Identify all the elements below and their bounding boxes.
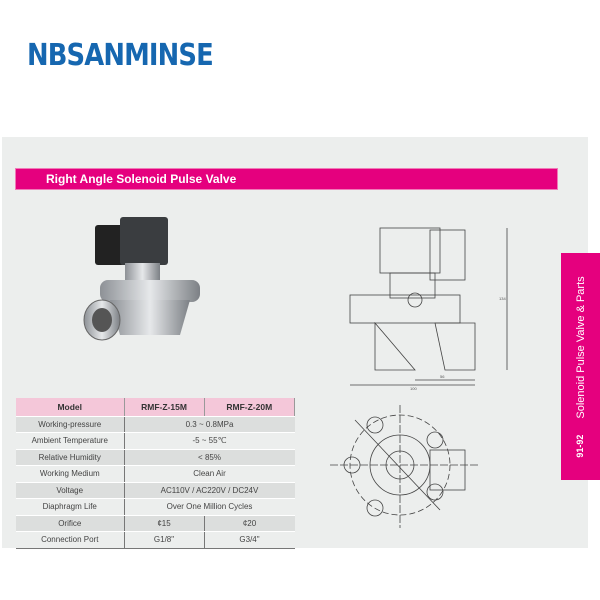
- row-label: Connection Port: [16, 531, 125, 549]
- row-label: Diaphragm Life: [16, 498, 125, 516]
- valve-photo: [83, 217, 200, 341]
- row-value: < 85%: [124, 449, 295, 466]
- dim-height: 134: [499, 296, 506, 301]
- side-tab-label: Solenoid Pulse Valve & Parts: [574, 275, 587, 419]
- row-value: ¢15: [124, 515, 205, 532]
- section-title: Right Angle Solenoid Pulse Valve: [46, 172, 237, 186]
- table-row: Orifice¢15¢20: [16, 515, 295, 532]
- table-row: Relative Humidity< 85%: [16, 449, 295, 466]
- row-value: -5 ~ 55℃: [124, 432, 295, 450]
- dim-offset: 56: [440, 374, 445, 379]
- row-value: Over One Million Cycles: [124, 498, 295, 516]
- table-header-row: Model RMF-Z-15M RMF-Z-20M: [16, 398, 295, 417]
- brand-logo: NBSANMINSE: [27, 38, 214, 73]
- row-label: Working-pressure: [16, 416, 125, 433]
- row-value: AC110V / AC220V / DC24V: [124, 482, 295, 499]
- row-value: Clean Air: [124, 465, 295, 483]
- row-label: Working Medium: [16, 465, 125, 483]
- row-label: Relative Humidity: [16, 449, 125, 466]
- page-numbers: 91-92: [574, 434, 585, 458]
- dim-width: 100: [410, 386, 417, 390]
- row-value: 0.3 ~ 0.8MPa: [124, 416, 295, 433]
- header-model-2: RMF-Z-20M: [204, 398, 295, 417]
- row-label: Voltage: [16, 482, 125, 499]
- header-model-1: RMF-Z-15M: [124, 398, 205, 417]
- row-value: ¢20: [204, 515, 295, 532]
- row-label: Ambient Temperature: [16, 432, 125, 450]
- header-model: Model: [16, 398, 125, 417]
- table-row: Ambient Temperature-5 ~ 55℃: [16, 432, 295, 450]
- row-value: G1/8": [124, 531, 205, 549]
- row-label: Orifice: [16, 515, 125, 532]
- side-tab: 91-92 Solenoid Pulse Valve & Parts: [561, 253, 600, 480]
- spec-table: Model RMF-Z-15M RMF-Z-20M Working-pressu…: [16, 398, 295, 549]
- section-title-bar: Right Angle Solenoid Pulse Valve: [15, 168, 558, 190]
- row-value: G3/4": [204, 531, 295, 549]
- side-view-drawing: 100 56 134: [349, 227, 508, 390]
- top-view-drawing: [330, 405, 480, 528]
